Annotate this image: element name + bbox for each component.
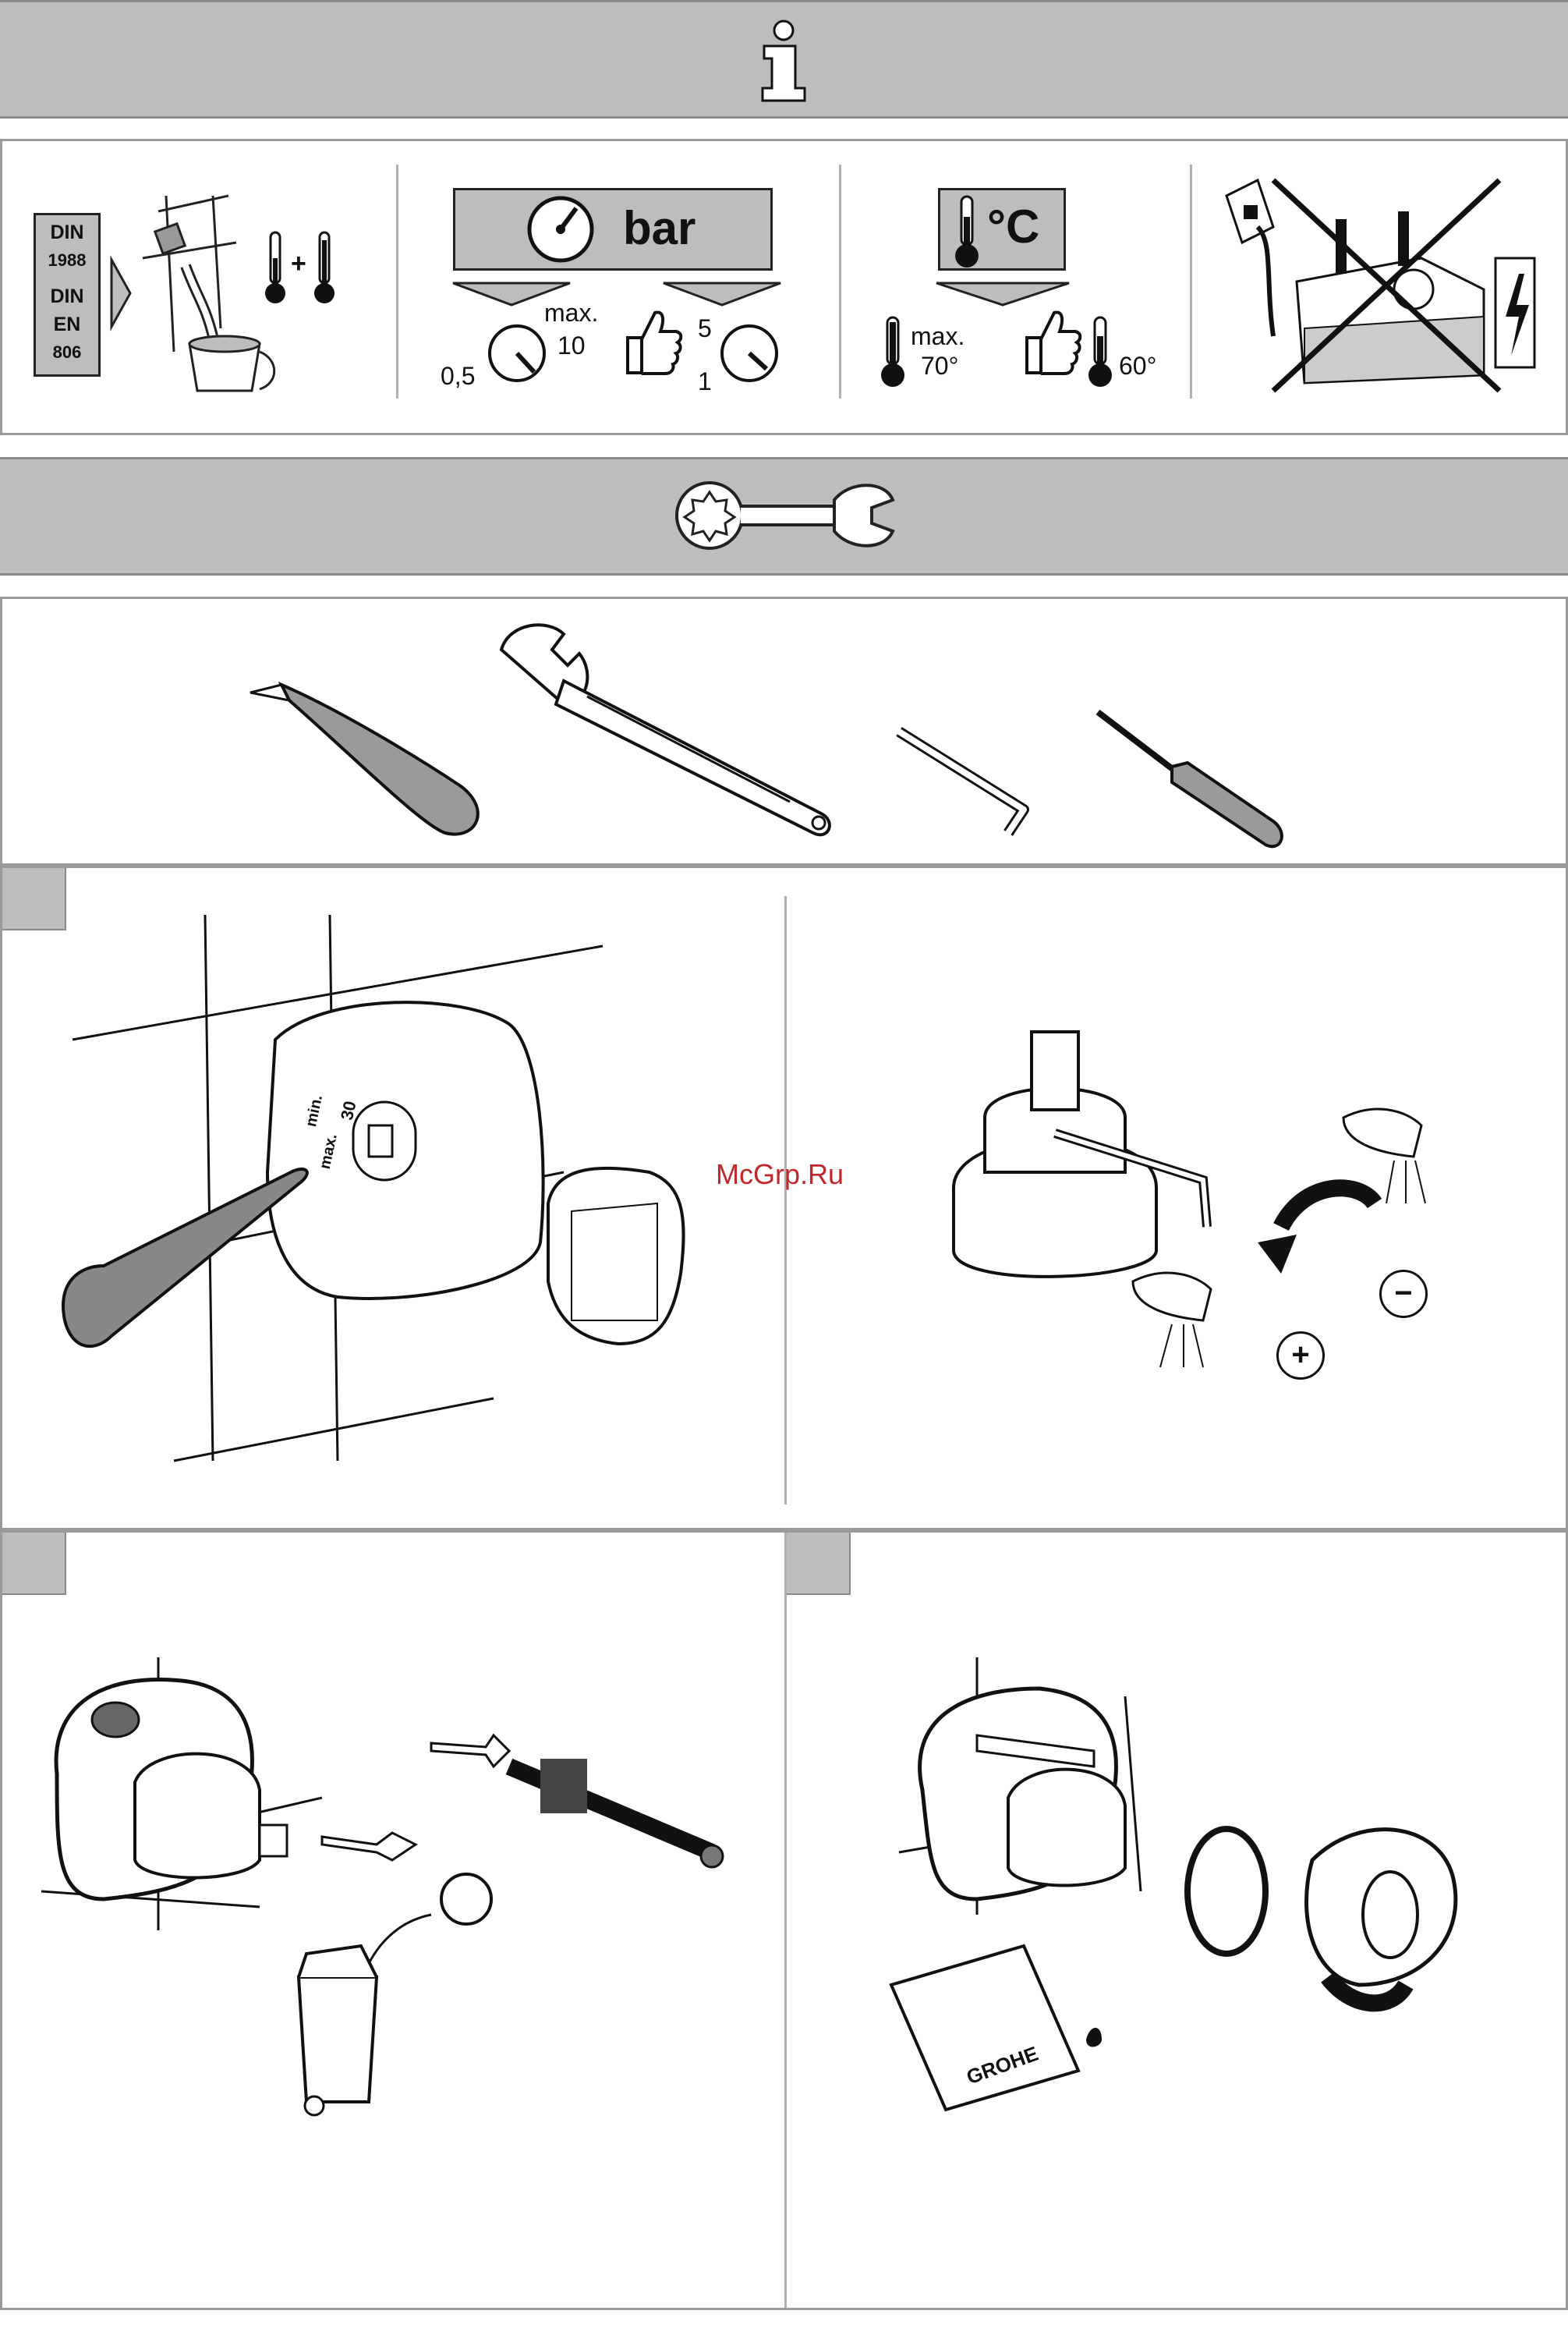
tools-header-band [0, 457, 1568, 576]
din-line5: 806 [36, 338, 98, 367]
din-line1: DIN [36, 218, 98, 246]
rough-in-box-with-knife-illustration [57, 915, 759, 1461]
thermometer-max-icon [879, 314, 907, 392]
steps-panel-top: min. 30 max. McGrp.Ru − + [0, 866, 1568, 1530]
remove-flush-plug-illustration [26, 1657, 774, 2203]
pressure-header-box: bar [453, 188, 773, 271]
info-header-band [0, 0, 1568, 119]
adjustable-wrench-icon [494, 618, 844, 837]
thermometer-icon [264, 231, 287, 309]
pressure-gauge-icon [526, 194, 596, 264]
utility-knife-icon [242, 677, 492, 849]
din-standard-box: DIN 1988 DIN EN 806 [34, 213, 101, 377]
no-pressureless-boiler-illustration [1226, 165, 1538, 399]
temperature-max-label: max. [911, 322, 965, 351]
temperature-unit: °C [987, 200, 1039, 253]
thumbs-up-icon [620, 307, 682, 377]
install-cover-sleeve-illustration [891, 1657, 1531, 2203]
steps-panel-bottom: GROHE [0, 1530, 1568, 2310]
thermometer-icon [951, 193, 982, 271]
thumbs-up-icon [1019, 307, 1081, 377]
pressure-max-label: max. [544, 299, 598, 328]
screwdriver-icon [1094, 708, 1297, 856]
din-line2: 1988 [36, 246, 98, 275]
flush-plus-sign: + [291, 249, 306, 279]
divider [1190, 165, 1192, 399]
pressure-recommended-high: 5 [698, 314, 712, 343]
divider [396, 165, 398, 399]
pressure-arrows [453, 282, 780, 313]
watermark: McGrp.Ru [716, 1158, 844, 1191]
tools-panel [0, 597, 1568, 866]
divider [784, 896, 787, 1504]
pressure-recommended-low: 1 [698, 367, 712, 396]
flush-pipe-bucket-illustration [143, 196, 322, 383]
step-number-tag [2, 1533, 66, 1595]
pressure-min: 0,5 [441, 362, 475, 391]
temperature-recommended: 60° [1119, 352, 1156, 381]
din-line3: DIN [36, 282, 98, 310]
arrow-right-icon [110, 258, 133, 328]
step-number-tag [787, 1533, 851, 1595]
temperature-max-value: 70° [921, 352, 958, 381]
cartridge-adjustment-illustration [938, 1016, 1531, 1453]
box-label-mark: 30 [337, 1099, 361, 1122]
info-panel: DIN 1988 DIN EN 806 + bar 0,5 max. 10 5 … [0, 139, 1568, 435]
pressure-max-value: 10 [557, 331, 586, 360]
increase-sign: + [1276, 1331, 1325, 1380]
pressure-unit: bar [623, 201, 696, 255]
decrease-sign: − [1379, 1270, 1428, 1318]
thermometer-hot-icon [313, 231, 336, 309]
temperature-header-box: °C [938, 188, 1066, 271]
allen-key-icon [891, 724, 1047, 849]
divider [784, 1533, 787, 2308]
wrench-icon [671, 477, 897, 555]
divider [839, 165, 841, 399]
din-line4: EN [36, 310, 98, 338]
thermometer-recommended-icon [1086, 314, 1114, 392]
gauge-recommended-icon [718, 322, 780, 385]
info-icon [741, 19, 826, 105]
gauge-max-icon [486, 322, 548, 385]
